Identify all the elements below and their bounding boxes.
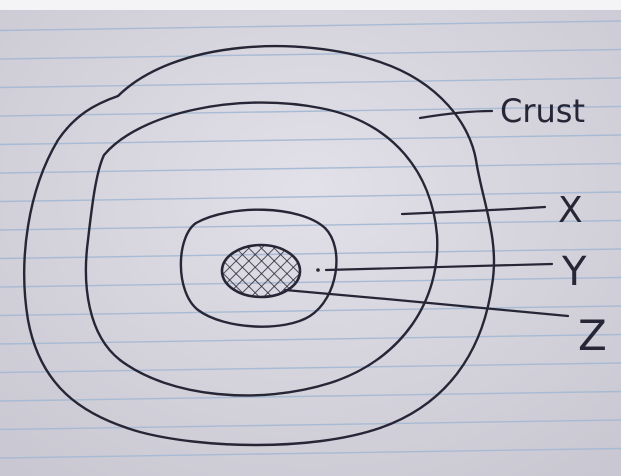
y-pointer-dot [316, 268, 320, 272]
label-z: Z [578, 311, 607, 360]
label-y: Y [561, 249, 587, 295]
label-x: X [558, 190, 583, 231]
paper-top-edge [0, 0, 621, 10]
label-crust: Crust [500, 92, 585, 130]
